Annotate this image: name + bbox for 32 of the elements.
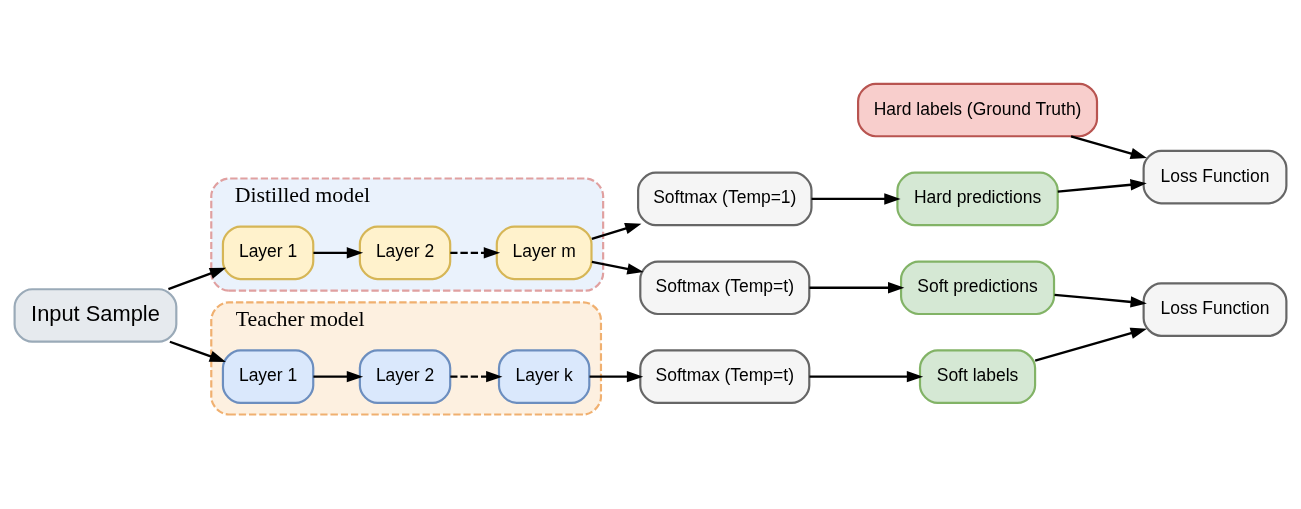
arrow (809, 370, 924, 382)
node-box: Layer m (495, 225, 593, 280)
node-box: Softmax (Temp=t) (639, 259, 811, 315)
node-box: Softmax (Temp=t) (639, 348, 811, 404)
arrow (589, 370, 644, 382)
node-box: Loss Function (1142, 149, 1288, 204)
arrow (450, 246, 501, 259)
arrow (1070, 134, 1147, 159)
arrow (168, 267, 227, 290)
node-box: Layer 1 (221, 348, 315, 404)
arrow (1054, 293, 1147, 308)
arrow (169, 340, 226, 362)
arrow (313, 370, 364, 382)
node-box: Loss Function (1142, 281, 1288, 337)
arrow (591, 222, 642, 240)
node-box: Layer k (497, 348, 591, 404)
arrow (811, 192, 901, 205)
arrow (809, 281, 905, 293)
node-box: Layer 2 (358, 225, 452, 280)
node-box: Soft predictions (899, 259, 1056, 315)
node-box: Layer 1 (221, 225, 315, 280)
arrow (591, 260, 644, 275)
node-box: Hard labels (Ground Truth) (857, 82, 1099, 137)
arrow (1034, 327, 1147, 362)
node-box: Soft labels (918, 348, 1037, 404)
arrow (313, 246, 364, 259)
node-box: Input Sample (13, 287, 178, 343)
node-box: Softmax (Temp=1) (637, 171, 813, 226)
node-box: Hard predictions (896, 171, 1059, 226)
node-box: Layer 2 (358, 348, 452, 404)
arrow (450, 370, 503, 382)
arrow (1057, 178, 1147, 193)
